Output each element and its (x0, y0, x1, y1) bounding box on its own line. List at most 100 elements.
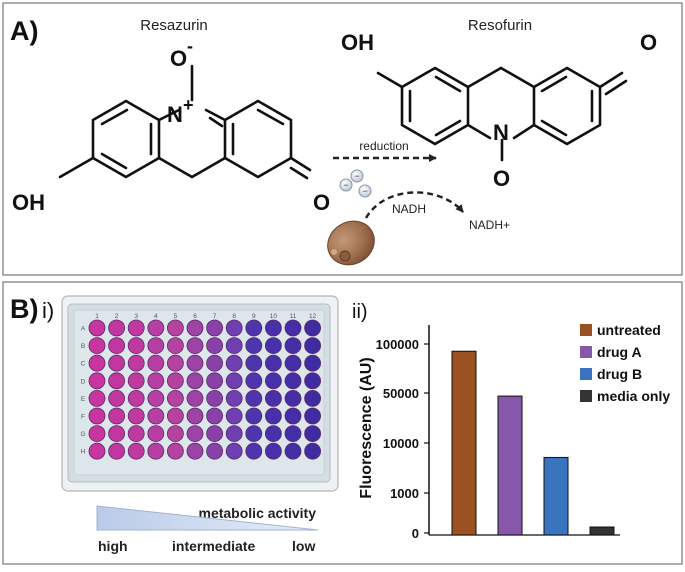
electron-1 (339, 178, 353, 192)
plate-well (245, 389, 263, 407)
plate-well (225, 319, 243, 337)
panel-b-label: B) (10, 294, 39, 324)
plate-well (206, 442, 224, 460)
legend-label: media only (597, 388, 670, 404)
plate-well (88, 442, 106, 460)
plate-column-label: 5 (174, 313, 178, 320)
plate-well (88, 407, 106, 425)
plate-column-label: 12 (309, 313, 317, 320)
plate-well (206, 319, 224, 337)
plate-well (225, 407, 243, 425)
plate-row-label: E (81, 396, 86, 403)
plate-well (225, 372, 243, 390)
plate-well (264, 354, 282, 372)
plate-well (108, 407, 125, 425)
resazurin-o: O (313, 190, 330, 215)
legend-swatch (580, 324, 592, 336)
plate-row-label: B (81, 343, 85, 350)
chart-bar-media-only (589, 526, 615, 536)
plate-well (284, 407, 302, 425)
legend-label: drug A (597, 344, 642, 360)
resazurin-structure (58, 64, 312, 180)
plate-well (225, 389, 243, 407)
plate-well (245, 425, 263, 443)
electron-3-sign: − (362, 186, 367, 196)
plate-well (186, 442, 204, 460)
chart-y-tick-label: 1000 (390, 486, 419, 501)
plate-well (108, 425, 125, 443)
plate-column-label: 3 (134, 313, 138, 320)
plate-well (108, 442, 125, 460)
plate-well (147, 425, 165, 443)
plate-well (264, 407, 282, 425)
plate-well (108, 337, 125, 355)
electron-3 (358, 184, 372, 198)
plate-well (264, 372, 282, 390)
plate-well (147, 407, 165, 425)
plate-column-label: 1 (95, 313, 99, 320)
plate-well (264, 319, 282, 337)
plate-well (127, 442, 145, 460)
plate-well (88, 319, 106, 337)
plate-well (88, 425, 106, 443)
resazurin-n-plus: N (167, 102, 183, 127)
legend-swatch (580, 368, 592, 380)
plate-well (264, 442, 282, 460)
chart-y-tick-label: 50000 (383, 386, 419, 401)
plate-well (127, 319, 145, 337)
plate-row-label: F (81, 414, 85, 421)
legend-swatch (580, 346, 592, 358)
plate-well (88, 337, 106, 355)
plate-well (245, 372, 263, 390)
plate-well (264, 337, 282, 355)
plate-well (166, 389, 184, 407)
resazurin-o-minus: O (170, 46, 187, 71)
panel-b-sub-ii: ii) (352, 301, 368, 323)
panel-b-sub-i: i) (42, 298, 54, 323)
plate-well (166, 425, 184, 443)
resofurin-structure (376, 66, 628, 162)
plate-well (304, 372, 322, 390)
plate-well (206, 389, 224, 407)
electrons: − − − (339, 169, 372, 198)
plate-row-label: H (81, 449, 86, 456)
chart-bar-drug-B (543, 456, 569, 536)
plate-well (245, 337, 263, 355)
plate-well (284, 442, 302, 460)
plate-well (147, 337, 165, 355)
plate-row-label: G (80, 431, 85, 438)
plate-well (245, 442, 263, 460)
plate-well (166, 337, 184, 355)
legend-label: untreated (597, 322, 661, 338)
plate-well (186, 354, 204, 372)
plate-well (186, 389, 204, 407)
chart-bar-untreated (451, 350, 477, 536)
resofurin-o-bottom: O (493, 166, 510, 191)
plate-well (147, 389, 165, 407)
resofurin-o-top: O (640, 30, 657, 55)
plate-well (88, 372, 106, 390)
plate-well (127, 425, 145, 443)
plate-well (166, 319, 184, 337)
plate-well (264, 389, 282, 407)
plate-well (127, 337, 145, 355)
scale-intermediate-label: intermediate (172, 538, 255, 554)
plate-well (304, 425, 322, 443)
nadh-arrow (364, 191, 464, 219)
plate-well (225, 425, 243, 443)
plate-column-label: 9 (252, 313, 256, 320)
plate-well (304, 389, 322, 407)
plate-well (284, 372, 302, 390)
plate-well (127, 372, 145, 390)
resofurin-oh: OH (341, 30, 374, 55)
plate-well (225, 337, 243, 355)
plate-well (108, 319, 125, 337)
plate-well (206, 372, 224, 390)
